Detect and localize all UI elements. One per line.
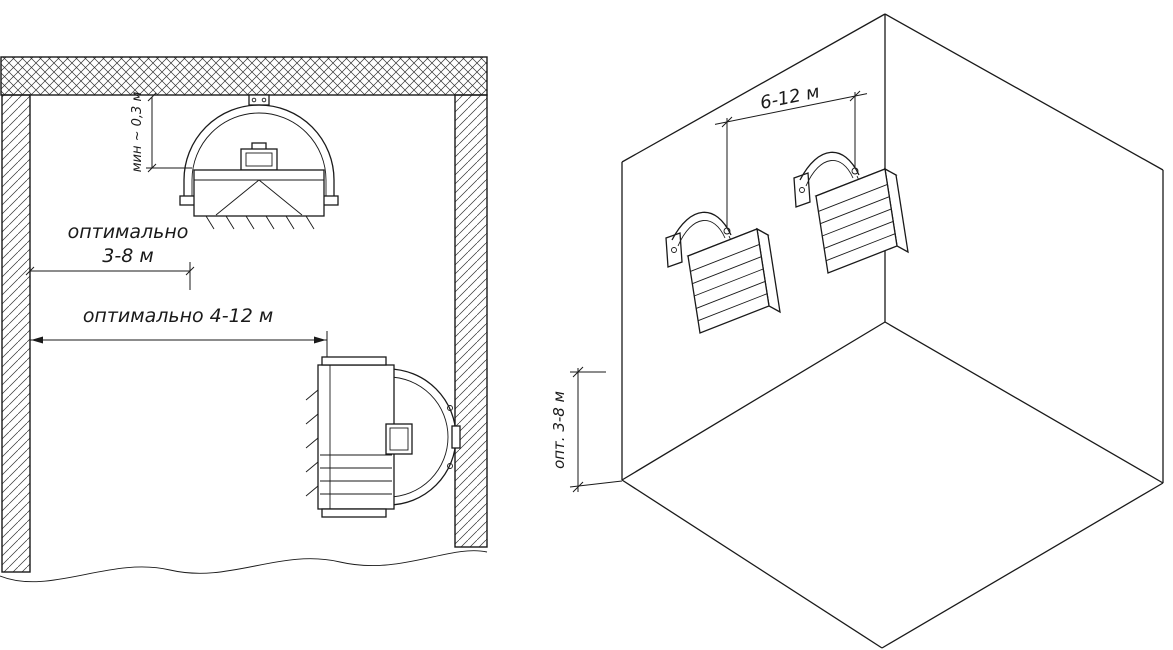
heater-front-face	[687, 228, 770, 334]
right-isometric-diagram: 6-12 м опт. 3-8 м	[550, 13, 1164, 649]
motor-box-inner	[389, 427, 409, 451]
mount-bolt-icon	[671, 247, 677, 253]
right-wall-hatch	[454, 94, 488, 548]
iso-heater-2	[793, 151, 909, 274]
bracket-arc-outer	[671, 211, 732, 241]
break-wave-line	[0, 550, 488, 583]
mount-bolt-icon	[261, 97, 267, 103]
optimal-width-label: оптимально 4-12 м	[83, 305, 273, 327]
bracket-arc-inner	[191, 112, 327, 181]
wall-mount-plate	[665, 232, 683, 268]
bracket-arc-outer	[183, 104, 335, 181]
mounting-height-label: опт. 3-8 м	[550, 391, 568, 469]
louver-fins	[205, 215, 315, 230]
bracket-arc-inner	[387, 376, 449, 498]
dim-optimal-height: оптимально 3-8 м	[25, 221, 195, 290]
bracket-bolt-icon	[447, 463, 453, 469]
louver-lines	[320, 454, 392, 495]
heater-body	[317, 364, 395, 510]
louver-fins	[305, 389, 319, 497]
heater-top-cap	[321, 356, 387, 366]
bracket-arc-inner	[677, 220, 726, 247]
wall-mount-plate	[451, 425, 461, 449]
control-box-inner	[245, 152, 273, 167]
optimal-word-label: оптимально	[68, 221, 189, 243]
bracket-bolt-icon	[447, 405, 453, 411]
min-height-label: мин ~ 0,3 м	[130, 92, 145, 173]
louver-lines	[690, 243, 768, 322]
mount-bolt-icon	[251, 97, 257, 103]
heater-body	[193, 169, 325, 217]
ceiling-hatch	[0, 56, 488, 96]
dim-mounting-height: опт. 3-8 м	[550, 366, 623, 493]
iso-heater-1	[665, 211, 781, 334]
ceiling-heater	[179, 94, 339, 230]
dim-optimal-width: оптимально 4-12 м	[30, 305, 328, 357]
dim-min-height: мин ~ 0,3 м	[130, 92, 192, 173]
room-corner	[621, 13, 1164, 649]
optimal-range-label: 3-8 м	[102, 245, 153, 267]
left-wall-hatch	[1, 94, 31, 573]
left-elevation-diagram: мин ~ 0,3 м оптимально 3-8 м оптимально …	[0, 56, 488, 583]
heater-bottom-cap	[321, 508, 387, 518]
wall-heater	[305, 356, 461, 518]
